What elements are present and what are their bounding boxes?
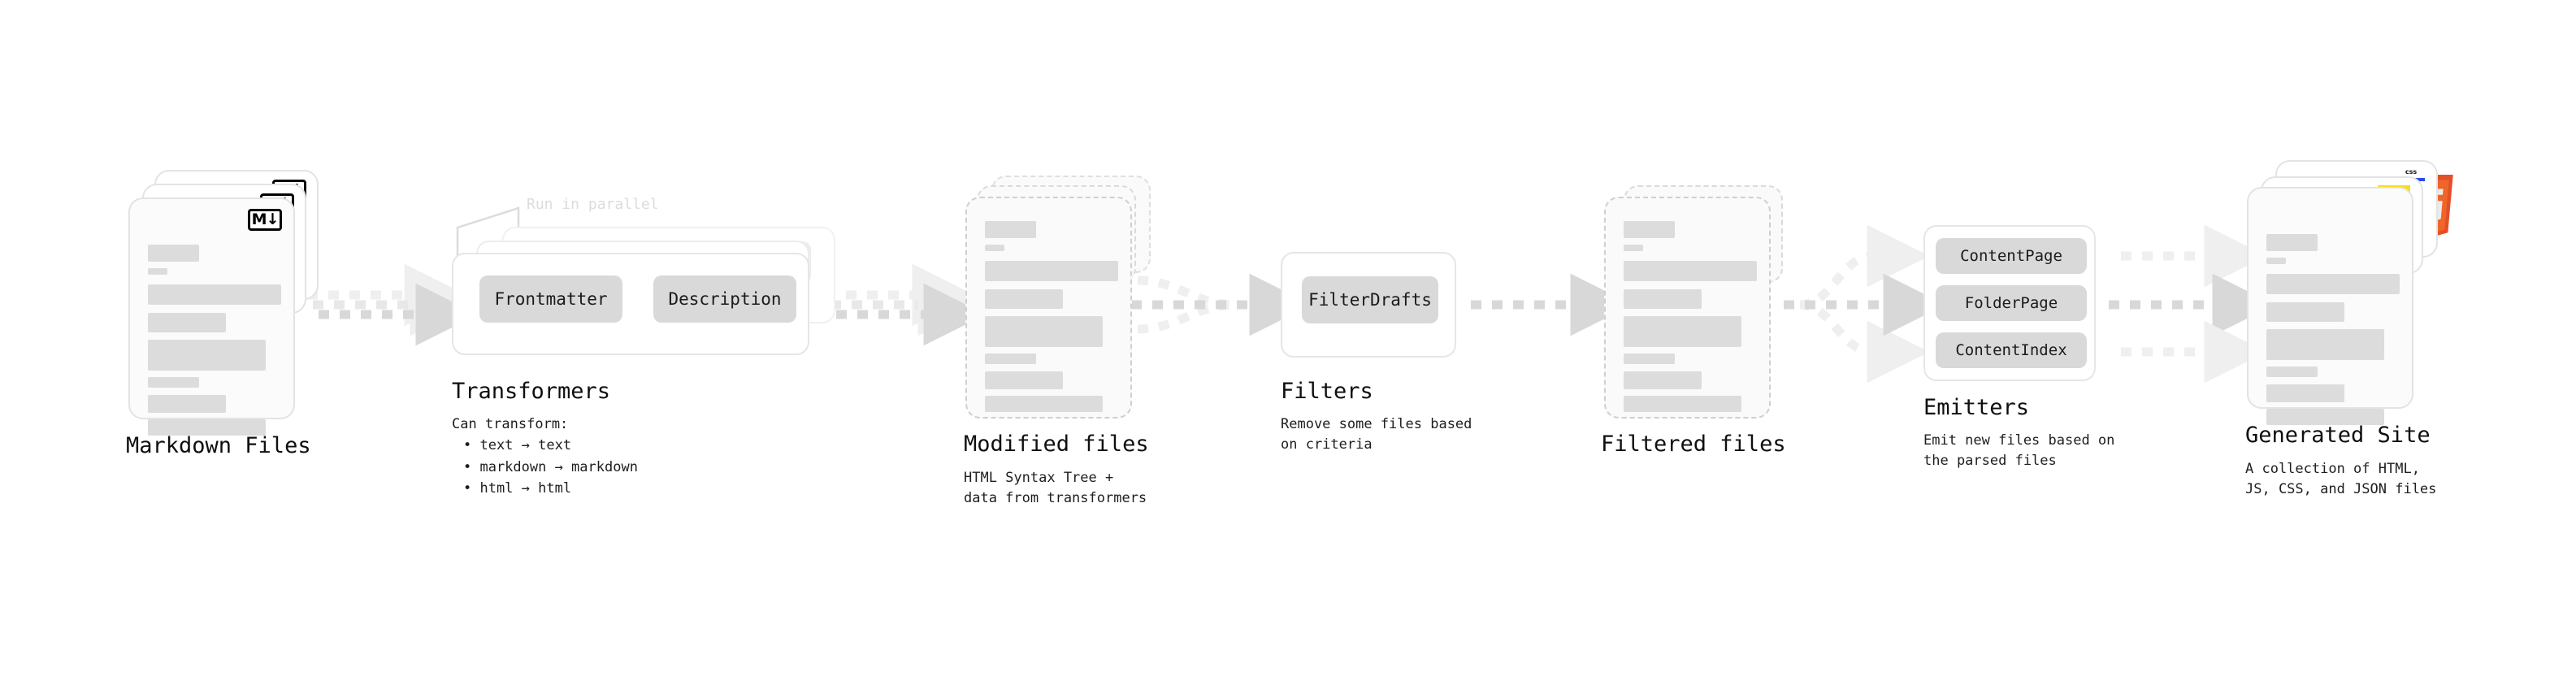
skeleton-line <box>2266 329 2384 360</box>
skeleton-line <box>148 419 266 436</box>
modified-card-front <box>965 197 1132 419</box>
skeleton-line <box>2266 302 2344 322</box>
skeleton-line <box>148 245 199 262</box>
markdown-card-front: M↓ <box>128 197 295 436</box>
modified-files-title: Modified files <box>964 432 1149 457</box>
skeleton-line <box>148 284 281 305</box>
skeleton-line <box>148 268 167 275</box>
transformers-details: Can transform: • text → text • markdown … <box>452 414 638 499</box>
emitter-chip-contentindex[interactable]: ContentIndex <box>1936 332 2087 368</box>
skeleton-line <box>2266 384 2344 402</box>
skeleton-line <box>148 313 226 332</box>
skeleton-line <box>985 396 1103 412</box>
transformers-sub-item: • html → html <box>463 480 572 497</box>
skeleton-line <box>2266 274 2400 294</box>
transformers-sub-item: • text → text <box>463 437 572 454</box>
skeleton-line <box>1624 371 1702 389</box>
filtered-card-front <box>1604 197 1771 419</box>
skeleton-line <box>2266 409 2384 425</box>
emitters-box: ContentPage FolderPage ContentIndex <box>1923 225 2096 381</box>
skeleton-line <box>1624 221 1675 238</box>
emitters-subtitle: Emit new files based on the parsed files <box>1923 432 2115 469</box>
transformers-box-front: Frontmatter Description <box>452 253 809 355</box>
transformers-sub-heading: Can transform: <box>452 416 569 432</box>
skeleton-line <box>1624 261 1757 281</box>
skeleton-line <box>985 371 1063 389</box>
transformers-title: Transformers <box>452 379 611 404</box>
site-card-front <box>2247 187 2413 425</box>
arrow-modified-to-filters <box>1131 273 1312 336</box>
markdown-icon: M↓ <box>248 209 282 231</box>
modified-files-subtitle: HTML Syntax Tree + data from transformer… <box>964 470 1147 506</box>
skeleton-line <box>985 316 1103 347</box>
skeleton-line <box>1624 396 1741 412</box>
markdown-files-title: Markdown Files <box>126 433 311 458</box>
filtered-files-title: Filtered files <box>1601 432 1786 457</box>
arrow-emitters-to-site <box>2109 224 2275 384</box>
generated-site-subtitle: A collection of HTML, JS, CSS, and JSON … <box>2245 461 2437 497</box>
transformers-sub-item: • markdown → markdown <box>463 458 638 475</box>
skeleton-line <box>1624 354 1675 364</box>
skeleton-line <box>2266 234 2318 251</box>
filter-chip-filterdrafts[interactable]: FilterDrafts <box>1302 276 1438 323</box>
skeleton-line <box>148 340 266 371</box>
skeleton-line <box>1624 316 1741 347</box>
skeleton-line <box>985 289 1063 309</box>
skeleton-line <box>2266 258 2286 264</box>
emitter-chip-folderpage[interactable]: FolderPage <box>1936 285 2087 321</box>
arrow-transformers-to-modified <box>825 263 987 346</box>
skeleton-line <box>2266 367 2318 377</box>
skeleton-line <box>985 354 1036 364</box>
skeleton-line <box>985 245 1004 251</box>
skeleton-line <box>985 261 1118 281</box>
run-in-parallel-label: Run in parallel <box>527 196 659 213</box>
skeleton-line <box>148 377 199 388</box>
generated-site-title: Generated Site <box>2245 423 2431 448</box>
skeleton-line <box>1624 289 1702 309</box>
skeleton-line <box>985 221 1036 238</box>
transformer-chip-description[interactable]: Description <box>653 275 796 323</box>
filters-box: FilterDrafts <box>1281 252 1456 358</box>
transformer-chip-frontmatter[interactable]: Frontmatter <box>479 275 622 323</box>
arrow-filtered-to-emitters <box>1784 224 1946 384</box>
emitters-title: Emitters <box>1923 395 2030 420</box>
skeleton-line <box>148 395 226 413</box>
filters-title: Filters <box>1281 379 1373 404</box>
arrow-markdown-to-transformers <box>307 263 479 346</box>
emitter-chip-contentpage[interactable]: ContentPage <box>1936 238 2087 274</box>
filters-subtitle: Remove some files based on criteria <box>1281 416 1472 453</box>
skeleton-line <box>1624 245 1643 251</box>
